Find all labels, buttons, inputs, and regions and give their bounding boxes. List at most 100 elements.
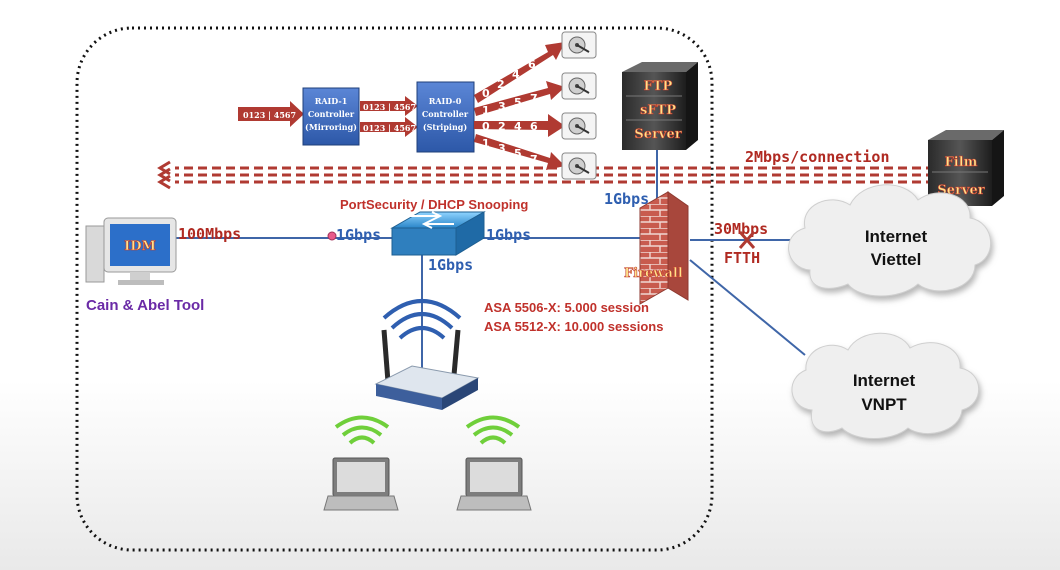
- asa-5506-label: ASA 5506-X: 5.000 session: [484, 300, 649, 315]
- laptop-right-base: [456, 495, 532, 511]
- download-arrow-heads: [157, 160, 171, 190]
- ftp-server: FTP sFTP Server: [622, 62, 698, 150]
- idm-speed-label: 100Mbps: [178, 225, 241, 243]
- stripe-arrow-1: [474, 42, 565, 103]
- ftp-line3: Server: [634, 127, 681, 142]
- stripe-arrow-4: [474, 134, 565, 170]
- stripe-arrows: [474, 42, 565, 170]
- stripe3-d4: 6: [530, 120, 538, 133]
- firewall: Firewall: [624, 191, 689, 305]
- stripe4-d4: 7: [530, 153, 538, 166]
- connection-lines: [175, 150, 806, 372]
- laptop-right: [456, 415, 532, 511]
- stripe4-d2: 3: [498, 142, 506, 155]
- cloud-viettel-line1: Internet: [865, 227, 928, 246]
- connection-rate-label: 2Mbps/connection: [745, 148, 890, 166]
- link-down-cross-icon: [738, 231, 756, 249]
- stripe2-d1: 1: [482, 104, 490, 117]
- film-server-side: [992, 130, 1004, 206]
- stripe4-d1: 1: [482, 137, 490, 150]
- link-firewall-vnpt: [689, 259, 806, 356]
- stripe1-d1: 0: [482, 87, 490, 100]
- ftp-server-body: [622, 72, 686, 150]
- raid0-line1: RAID-0: [429, 96, 462, 106]
- stripe2-d3: 5: [514, 96, 522, 109]
- stripe2-d2: 3: [498, 100, 506, 113]
- stripe1-d4: 6: [528, 58, 536, 71]
- firewall-front: [639, 191, 669, 305]
- stripe-arrow-3: [474, 114, 565, 137]
- idm-label: IDM: [124, 239, 156, 254]
- raid-input-label: 0123 | 4567: [243, 110, 296, 120]
- ftp-line1: FTP: [644, 79, 673, 94]
- switch-front: [391, 227, 457, 256]
- raid0-line3: (Striping): [423, 122, 468, 132]
- raid-mid-arrow-bottom: [360, 117, 418, 137]
- network-switch: [390, 211, 486, 256]
- sniffer-point: [327, 231, 337, 241]
- router-front: [376, 384, 442, 410]
- laptop-left-base: [323, 495, 399, 511]
- laptop-right-wifi-icon: [465, 415, 521, 445]
- hard-disk-icon: [561, 31, 597, 59]
- download-arrows: [175, 166, 935, 184]
- pc-computer: IDM: [85, 217, 177, 285]
- stripe-arrow-2: [474, 81, 565, 116]
- wireless-router: [374, 299, 480, 410]
- stripe2-d4: 7: [530, 92, 538, 105]
- raid0-controller: [416, 81, 475, 153]
- firewall-side: [667, 191, 689, 301]
- cloud-viettel-shape: [788, 184, 991, 297]
- cloud-vnpt: [791, 332, 980, 439]
- router-wifi-icon: [382, 299, 462, 340]
- asa-5512-label: ASA 5512-X: 10.000 sessions: [484, 319, 663, 334]
- raid-section: 0123 | 4567 RAID-1 Controller (Mirroring…: [238, 31, 597, 180]
- stripe1-d2: 2: [497, 78, 505, 91]
- laptop-left: [323, 415, 399, 511]
- hard-disk-icon: [561, 112, 597, 140]
- ftp-server-side: [686, 62, 698, 150]
- stripe3-d3: 4: [514, 120, 522, 133]
- hard-disk-icon: [561, 152, 597, 180]
- cloud-vnpt-shape: [791, 332, 980, 439]
- switch-side: [455, 211, 485, 256]
- firewall-label: Firewall: [624, 266, 683, 281]
- film-server: Film Server: [928, 130, 1004, 206]
- ftp-line2: sFTP: [640, 103, 676, 118]
- raid1-line2: Controller: [308, 109, 355, 119]
- switch-right-speed: 1Gbps: [486, 226, 531, 244]
- stripe3-d1: 0: [482, 120, 490, 133]
- hard-disk-icon: [561, 72, 597, 100]
- pc-screen: [110, 224, 170, 266]
- ftp-server-top: [622, 62, 698, 72]
- laptop-left-wifi-icon: [334, 415, 390, 445]
- switch-down-speed: 1Gbps: [428, 256, 473, 274]
- cloud-vnpt-line1: Internet: [853, 371, 916, 390]
- raid-mid-arrow-top: [360, 96, 418, 116]
- pc-stand: [130, 272, 150, 280]
- wan-type-label: FTTH: [724, 249, 760, 267]
- raid1-line1: RAID-1: [315, 96, 348, 106]
- router-antenna-right: [451, 329, 461, 376]
- switch-left-speed: 1Gbps: [336, 226, 381, 244]
- raid-input-arrow: [238, 101, 304, 127]
- cain-abel-label: Cain & Abel Tool: [86, 297, 204, 314]
- stripe4-d3: 5: [514, 147, 522, 160]
- film-server-top: [928, 130, 1004, 140]
- pc-base: [118, 280, 164, 285]
- arrow-head-3: [157, 174, 171, 190]
- stripe3-d2: 2: [498, 120, 506, 133]
- router-side: [442, 378, 478, 410]
- raid-mid-label-bottom: 0123 | 4567: [363, 123, 416, 133]
- stripe-digits: 0 2 4 6 1 3 5 7 0 2 4 6 1 3 5 7: [482, 58, 538, 166]
- raid1-controller: [302, 87, 360, 146]
- film-line1: Film: [945, 155, 978, 170]
- firewall-up-speed: 1Gbps: [604, 190, 649, 208]
- lan-boundary: [75, 26, 714, 552]
- hard-disk-icons: [561, 31, 597, 180]
- pc-tower: [85, 225, 105, 283]
- raid-mid-label-top: 0123 | 4567: [363, 102, 416, 112]
- cloud-vnpt-line2: VNPT: [861, 395, 907, 414]
- cloud-viettel: [788, 184, 991, 297]
